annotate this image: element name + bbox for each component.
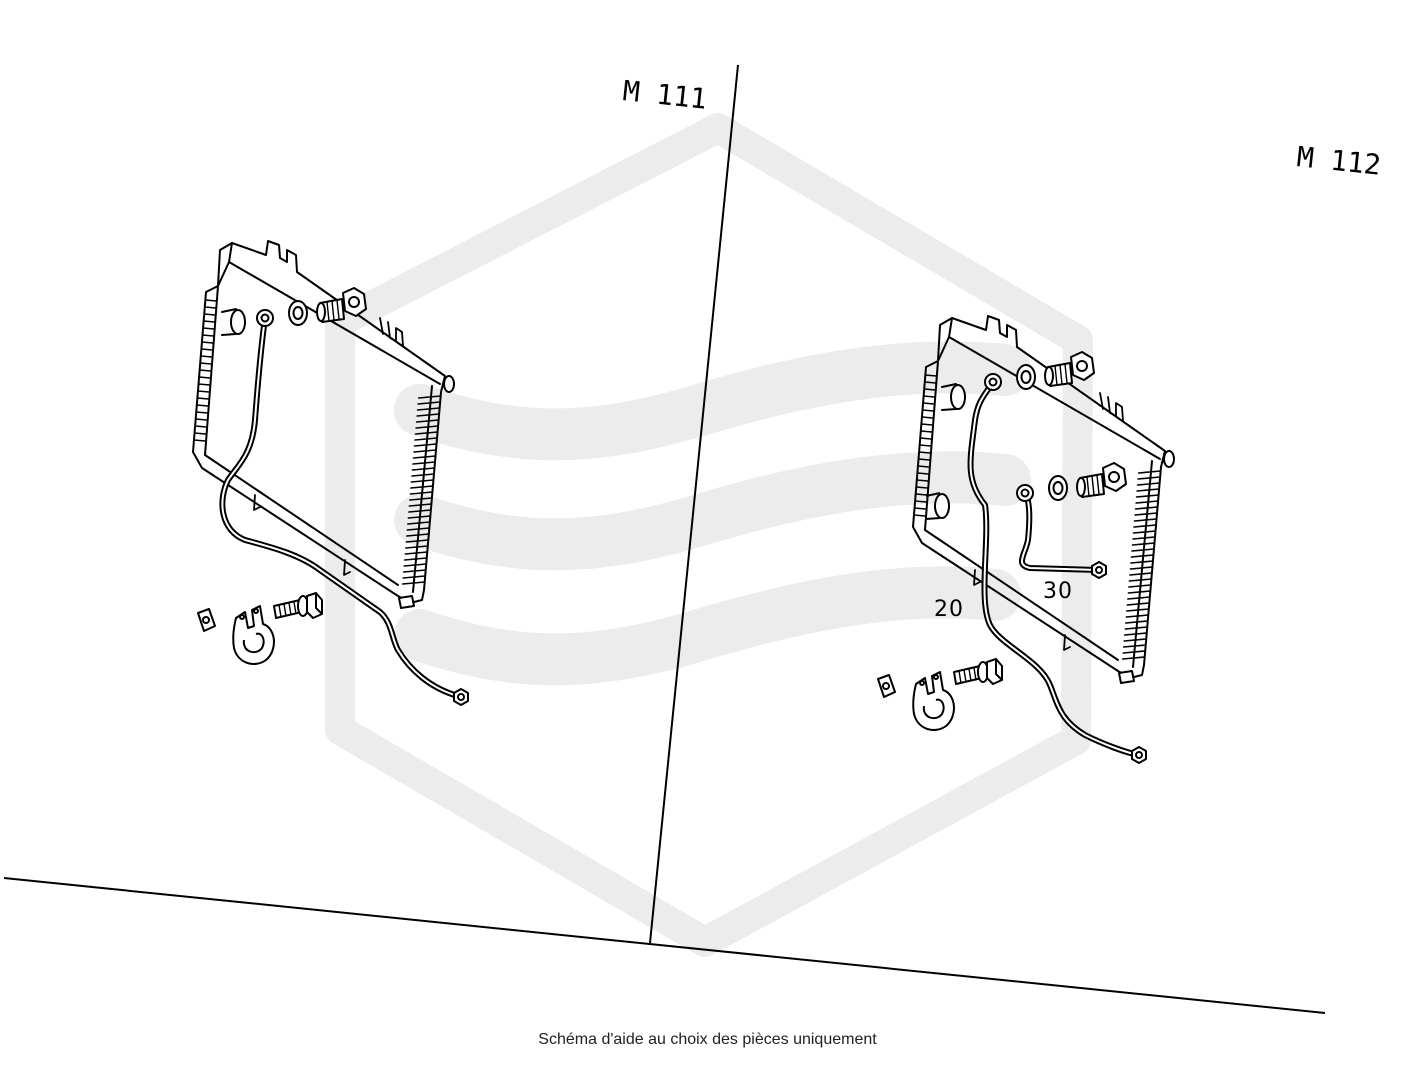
right-mounting-kit bbox=[877, 658, 1003, 731]
oil-pipe-20 bbox=[967, 379, 1141, 758]
engine-label-right: M 112 bbox=[1295, 140, 1382, 182]
right-oil-cooler-lower-stub bbox=[925, 492, 950, 520]
stub-body bbox=[925, 492, 941, 520]
watermark-stripe-middle bbox=[394, 451, 1031, 571]
left-pipe-nut bbox=[453, 688, 469, 706]
part-label-30: 30 bbox=[1043, 579, 1073, 604]
pipe-30-nut bbox=[1091, 561, 1107, 579]
oil-pipe-20-inner bbox=[969, 381, 1139, 756]
watermark-stripe-bottom bbox=[394, 566, 1021, 686]
oil-pipe-30-inner bbox=[1020, 492, 1099, 571]
watermark-logo bbox=[325, 113, 1093, 957]
left-oil-pipe bbox=[219, 315, 461, 699]
pipe-20-nut bbox=[1131, 746, 1147, 764]
divider-line bbox=[649, 64, 739, 944]
oil-pipe-30 bbox=[1018, 490, 1101, 573]
right-assembly bbox=[877, 315, 1175, 764]
left-assembly bbox=[192, 240, 469, 706]
baseline-line bbox=[3, 877, 1326, 1014]
watermark-hexagon bbox=[325, 113, 1093, 957]
diagram-caption: Schéma d'aide au choix des pièces unique… bbox=[538, 1031, 877, 1048]
left-oil-pipe-inner bbox=[221, 317, 459, 697]
left-mounting-kit bbox=[197, 592, 323, 665]
watermark-stripe-top bbox=[394, 341, 1031, 461]
engine-label-left: M 111 bbox=[621, 74, 708, 116]
stub-end bbox=[934, 493, 950, 519]
part-label-20: 20 bbox=[934, 597, 964, 622]
